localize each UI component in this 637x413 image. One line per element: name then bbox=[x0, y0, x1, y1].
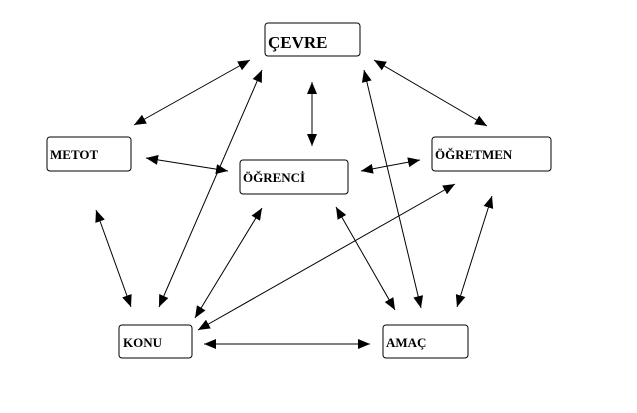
edge-ogretmen-konu-arrow bbox=[197, 183, 456, 331]
diagram-edges bbox=[95, 59, 494, 349]
edge-ogretmen-amac-arrow bbox=[455, 195, 494, 308]
edge-cevre-metot-arrow bbox=[133, 59, 251, 126]
node-ogrenci-label: ÖĞRENCİ bbox=[243, 170, 305, 185]
edge-ogrenci-ogretmen-arrow bbox=[360, 157, 421, 174]
node-ogrenci: ÖĞRENCİ bbox=[239, 159, 349, 195]
node-cevre: ÇEVRE bbox=[264, 22, 361, 57]
edge-ogrenci-konu-arrow bbox=[194, 207, 263, 319]
edge-cevre-amac-arrow bbox=[361, 69, 424, 309]
edge-ogrenci-amac-arrow bbox=[335, 206, 396, 311]
node-konu-label: KONU bbox=[123, 335, 163, 350]
node-cevre-box bbox=[264, 22, 361, 57]
node-amac-label: AMAÇ bbox=[386, 335, 426, 350]
edge-metot-konu-arrow bbox=[95, 209, 132, 308]
node-ogretmen-box bbox=[431, 136, 552, 172]
node-metot: METOT bbox=[46, 136, 132, 172]
node-konu-box bbox=[118, 324, 193, 359]
node-ogrenci-box bbox=[239, 159, 349, 195]
node-konu: KONU bbox=[118, 324, 193, 359]
node-cevre-label: ÇEVRE bbox=[268, 33, 328, 52]
node-amac: AMAÇ bbox=[382, 324, 469, 359]
node-metot-label: METOT bbox=[50, 147, 98, 162]
node-ogretmen: ÖĞRETMEN bbox=[431, 136, 552, 172]
node-metot-box bbox=[46, 136, 132, 172]
node-amac-box bbox=[382, 324, 469, 359]
edge-metot-ogrenci-arrow bbox=[145, 154, 229, 175]
edge-cevre-ogretmen-arrow bbox=[373, 59, 488, 127]
node-ogretmen-label: ÖĞRETMEN bbox=[435, 147, 513, 162]
